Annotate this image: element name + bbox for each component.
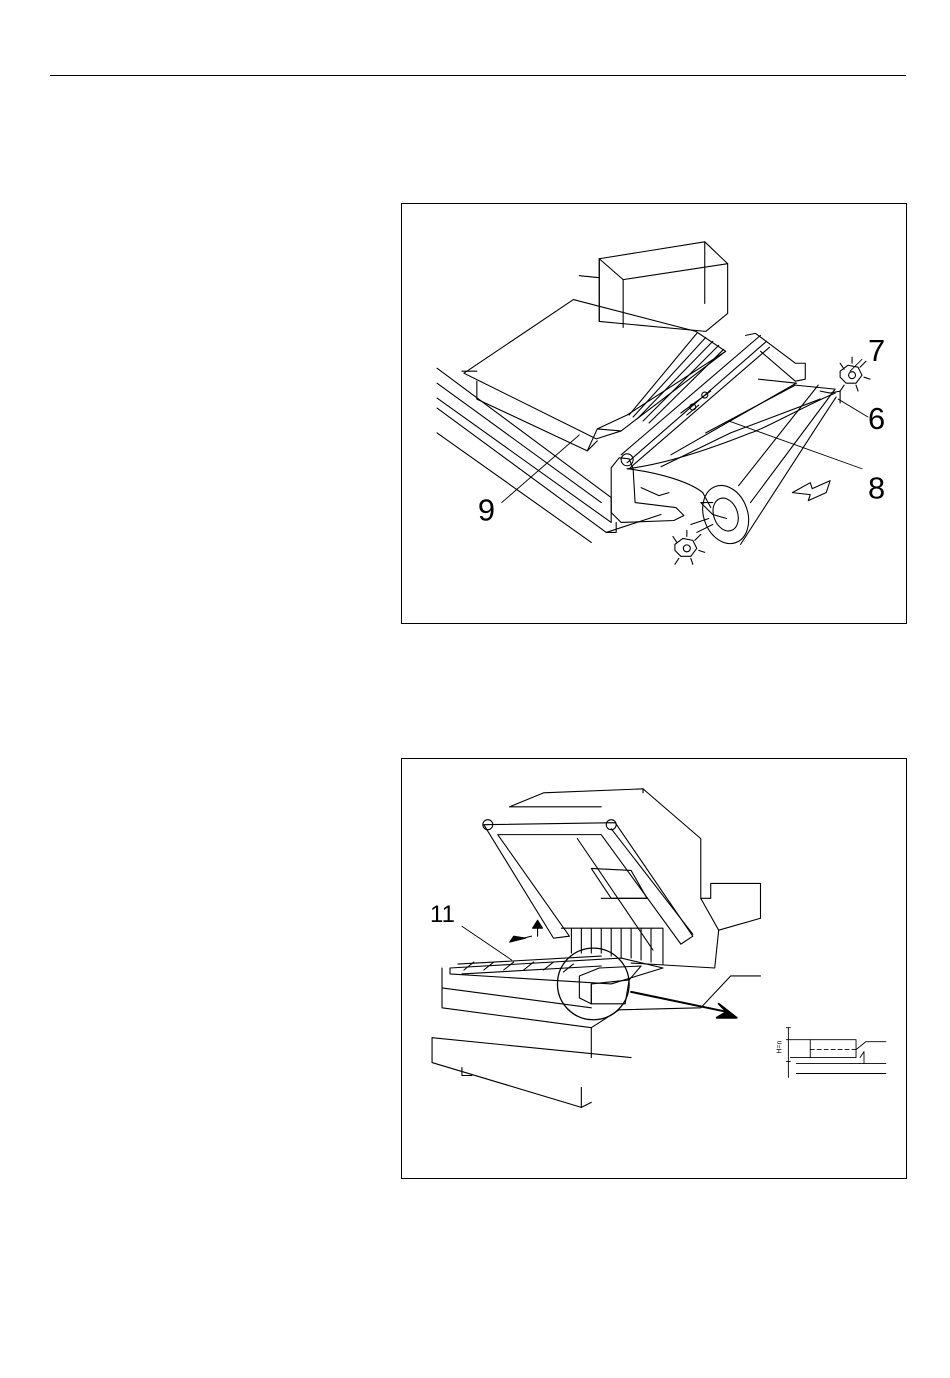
header-rule — [50, 75, 906, 76]
figure1-callouts: 7 6 8 9 — [402, 204, 906, 623]
callout-6: 6 — [868, 401, 885, 436]
figure2-callouts: 11 H=n — [402, 759, 906, 1178]
figure-tray-height: 11 H=n — [401, 758, 907, 1179]
callout-8: 8 — [868, 471, 885, 506]
callout-11: 11 — [430, 901, 455, 928]
figure-film-roll-loading: 7 6 8 9 — [401, 203, 907, 624]
callout-7: 7 — [868, 333, 885, 368]
height-label: H=n — [776, 1041, 783, 1054]
callout-9: 9 — [478, 492, 495, 527]
